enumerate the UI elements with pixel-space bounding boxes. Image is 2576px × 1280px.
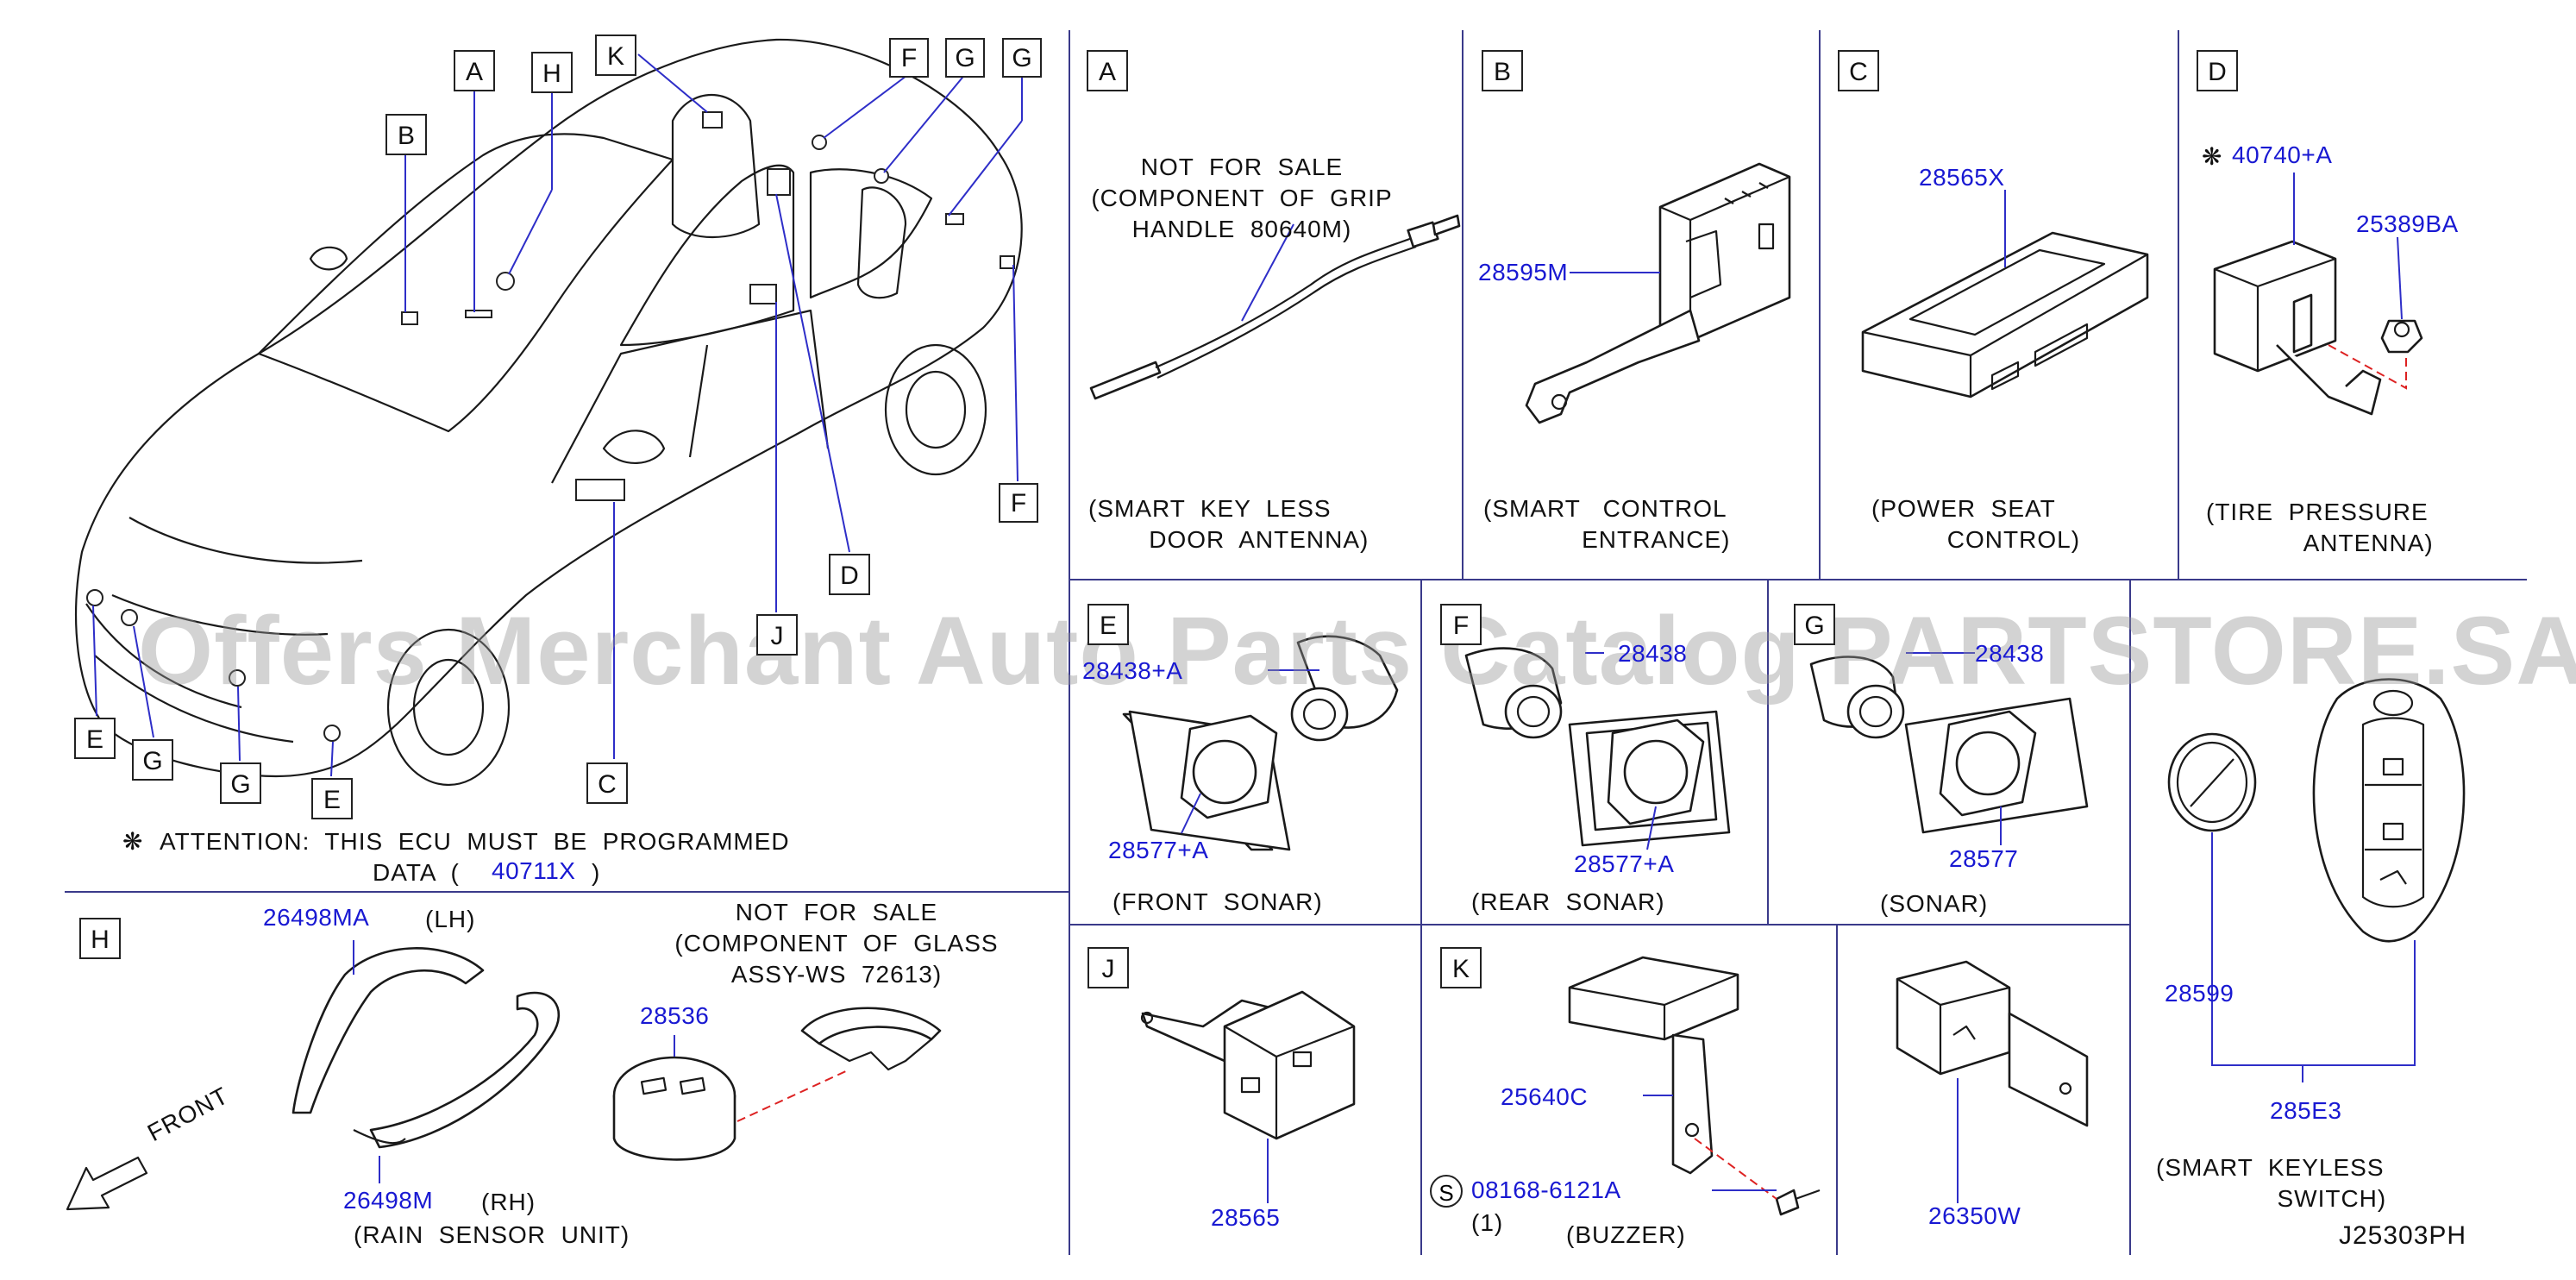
callout-d[interactable]: D bbox=[829, 554, 870, 595]
car-leader-lines bbox=[92, 53, 1023, 777]
panel-k-caption: (BUZZER) bbox=[1566, 1221, 1686, 1248]
callout-g-top-2[interactable]: G bbox=[1002, 38, 1042, 78]
panel-f-part-1[interactable]: 28438 bbox=[1618, 640, 1688, 667]
panel-k-bolt-part[interactable]: 08168-6121A bbox=[1471, 1176, 1621, 1203]
panel-k-extra-part[interactable]: 26350W bbox=[1928, 1202, 2021, 1229]
panel-c-label: C bbox=[1838, 50, 1879, 91]
panel-k-part[interactable]: 25640C bbox=[1501, 1083, 1589, 1110]
panel-g-label: G bbox=[1794, 604, 1835, 645]
callout-e-mid[interactable]: E bbox=[311, 778, 353, 819]
attention-line-2-prefix: DATA ( bbox=[373, 859, 460, 886]
callout-h[interactable]: H bbox=[531, 52, 573, 93]
panel-h-rh: (RH) bbox=[481, 1189, 536, 1215]
panel-j-label: J bbox=[1087, 947, 1129, 988]
diagram-id: J25303PH bbox=[2339, 1221, 2467, 1250]
callout-a[interactable]: A bbox=[454, 50, 495, 91]
callout-g-mid[interactable]: G bbox=[220, 762, 261, 804]
attention-symbol: ❋ bbox=[122, 828, 144, 855]
callout-g-left[interactable]: G bbox=[132, 739, 173, 781]
callout-f-top[interactable]: F bbox=[889, 38, 929, 78]
panel-a-caption: (SMART KEY LESS DOOR ANTENNA) bbox=[1088, 495, 1369, 553]
panel-h-note: NOT FOR SALE (COMPONENT OF GLASS ASSY-WS… bbox=[674, 899, 999, 988]
panel-h-part-lh[interactable]: 26498MA bbox=[263, 904, 370, 931]
panel-e-part-2[interactable]: 28577+A bbox=[1108, 837, 1209, 863]
panel-h-lh: (LH) bbox=[425, 906, 476, 932]
panel-k-bolt-qty: (1) bbox=[1471, 1209, 1504, 1236]
panel-f-part-illustration bbox=[1464, 647, 1731, 850]
attention-line-1: ATTENTION: THIS ECU MUST BE PROGRAMMED bbox=[160, 828, 790, 855]
attention-data-part[interactable]: 40711X bbox=[492, 857, 576, 884]
callout-j[interactable]: J bbox=[756, 614, 798, 656]
callout-e-left[interactable]: E bbox=[74, 718, 116, 759]
panel-d-part-2[interactable]: 25389BA bbox=[2356, 210, 2459, 237]
car-illustration bbox=[75, 38, 1023, 787]
panel-h-part-rh[interactable]: 26498M bbox=[343, 1187, 434, 1214]
panel-b-label: B bbox=[1482, 50, 1523, 91]
panel-h-caption: (RAIN SENSOR UNIT) bbox=[354, 1221, 630, 1248]
panel-g-part-1[interactable]: 28438 bbox=[1975, 640, 2045, 667]
panel-c-part[interactable]: 28565X bbox=[1919, 164, 2005, 191]
panel-c-part-illustration bbox=[1861, 190, 2149, 398]
panel-d-part-illustration bbox=[2213, 173, 2423, 416]
key-caption: (SMART KEYLESS SWITCH) bbox=[2156, 1154, 2387, 1212]
panel-g-part-illustration bbox=[1809, 652, 2089, 845]
key-battery-part[interactable]: 28599 bbox=[2165, 980, 2234, 1007]
panel-grid-lines bbox=[65, 30, 2527, 1255]
panel-f-label: F bbox=[1440, 604, 1482, 645]
panel-g-part-2[interactable]: 28577 bbox=[1949, 845, 2019, 872]
callout-b[interactable]: B bbox=[385, 114, 427, 155]
panel-a-note: NOT FOR SALE (COMPONENT OF GRIP HANDLE 8… bbox=[1091, 154, 1393, 242]
panel-k-part-illustration bbox=[1568, 956, 2089, 1216]
panel-k-label: K bbox=[1440, 947, 1482, 988]
panel-e-label: E bbox=[1087, 604, 1129, 645]
callout-c[interactable]: C bbox=[586, 762, 628, 804]
panel-e-part-1[interactable]: 28438+A bbox=[1082, 657, 1183, 684]
panel-b-part-illustration bbox=[1525, 162, 1791, 424]
panel-d-label: D bbox=[2197, 50, 2238, 91]
panel-g-caption: (SONAR) bbox=[1880, 890, 1989, 917]
panel-b-caption: (SMART CONTROL ENTRANCE) bbox=[1483, 495, 1731, 553]
car-part-markers bbox=[86, 111, 1015, 742]
panel-b-part[interactable]: 28595M bbox=[1478, 259, 1569, 285]
panel-j-part[interactable]: 28565 bbox=[1211, 1204, 1281, 1231]
front-arrow bbox=[66, 1156, 148, 1211]
callout-g-top-1[interactable]: G bbox=[945, 38, 985, 78]
panel-k-bolt-symbol: S bbox=[1430, 1175, 1463, 1208]
panel-a-label: A bbox=[1087, 50, 1128, 91]
panel-h-label: H bbox=[79, 918, 121, 959]
panel-f-part-2[interactable]: 28577+A bbox=[1574, 850, 1675, 877]
callout-k[interactable]: K bbox=[595, 35, 636, 76]
panel-e-caption: (FRONT SONAR) bbox=[1113, 888, 1323, 915]
key-switch-part[interactable]: 285E3 bbox=[2270, 1097, 2342, 1124]
panel-d-part-symbol: ❋ bbox=[2202, 143, 2223, 170]
panel-d-part-1[interactable]: 40740+A bbox=[2232, 141, 2333, 168]
callout-f-right[interactable]: F bbox=[999, 483, 1038, 523]
panel-j-part-illustration bbox=[1140, 990, 1356, 1203]
panel-c-caption: (POWER SEAT CONTROL) bbox=[1871, 495, 2081, 553]
panel-f-caption: (REAR SONAR) bbox=[1471, 888, 1665, 915]
panel-h-part-illustration bbox=[291, 940, 942, 1183]
smart-key-illustration bbox=[2167, 678, 2466, 1082]
panel-a-part-illustration bbox=[1089, 214, 1461, 400]
panel-h-sensor-part[interactable]: 28536 bbox=[640, 1002, 710, 1029]
panel-e-part-illustration bbox=[1122, 635, 1399, 851]
attention-line-2-suffix: ) bbox=[592, 859, 601, 886]
panel-d-caption: (TIRE PRESSURE ANTENNA) bbox=[2206, 499, 2434, 556]
